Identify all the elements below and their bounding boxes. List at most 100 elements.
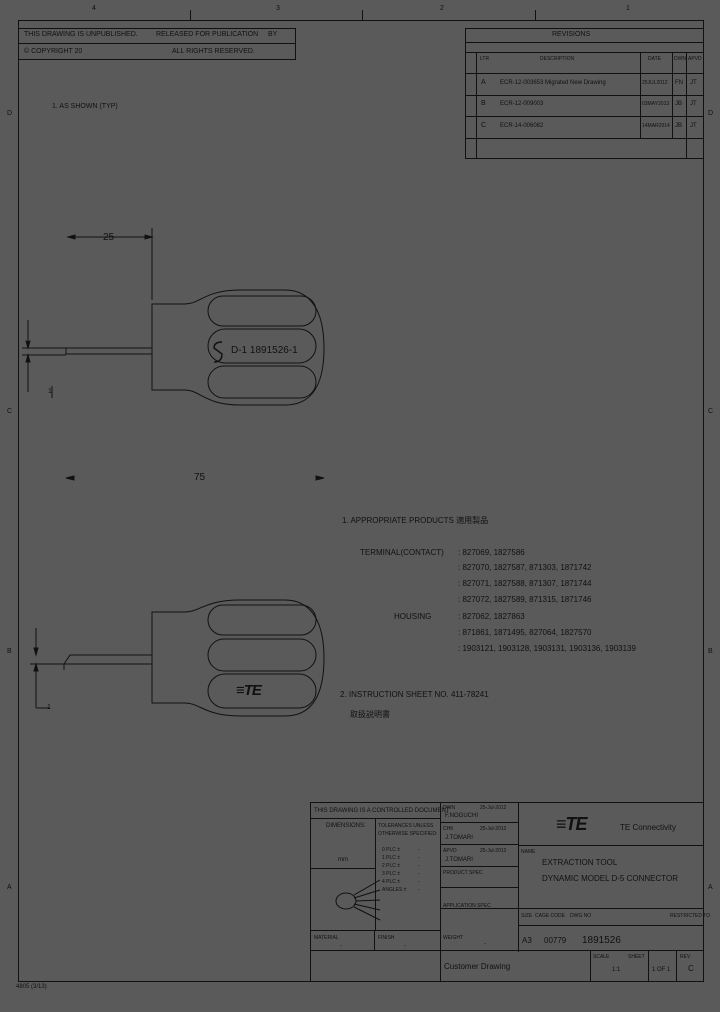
rev-col — [672, 52, 673, 138]
application-spec-label: APPLICATION SPEC — [443, 903, 491, 909]
size-val: A3 — [522, 936, 532, 945]
tb-line — [310, 868, 375, 869]
finish-label: FINISH — [378, 935, 395, 941]
tb-line — [440, 802, 441, 982]
rev-header-apvd: APVD — [688, 56, 702, 62]
scale-label: SCALE — [593, 954, 610, 960]
tb-line — [440, 844, 518, 845]
cage-code-val: 00779 — [544, 936, 567, 945]
tb-line — [440, 908, 518, 909]
title-block — [310, 802, 704, 982]
finish-val: - — [404, 943, 406, 949]
zone-right-c: C — [708, 408, 714, 415]
cage-code-label: CAGE CODE — [535, 913, 566, 919]
tb-line — [518, 845, 704, 846]
rev-row-date: 03MAY2013 — [642, 101, 670, 107]
rev-line — [465, 42, 704, 43]
rev-val: C — [688, 964, 694, 973]
housing-label: HOUSING — [394, 612, 432, 621]
header-notice-divider — [18, 43, 296, 44]
tb-line — [374, 930, 375, 950]
rev-row-desc: ECR-12-003653 Migrated New Drawing — [500, 80, 606, 86]
tol-row: ANGLES ± — [382, 887, 407, 893]
zone-right-d: D — [708, 110, 714, 117]
handle-marking: D-1 1891526-1 — [231, 345, 298, 356]
tb-line — [375, 818, 376, 930]
zone-top-3: 3 — [276, 5, 280, 12]
header-notice-line1-right: BY — [268, 31, 278, 38]
tol-val: - — [418, 847, 420, 853]
zone-right-a: A — [708, 884, 713, 891]
tb-line — [440, 822, 518, 823]
tol-row: 4 PLC ± — [382, 879, 401, 885]
tb-line — [518, 802, 519, 952]
rev-row-ltr: B — [481, 100, 486, 107]
note2: 2. INSTRUCTION SHEET NO. 411-78241 — [340, 690, 489, 699]
tol-val: - — [418, 887, 420, 893]
zone-left-d: D — [7, 110, 13, 117]
dim-25-label: 25 — [103, 232, 115, 243]
tb-line — [590, 950, 591, 982]
tolerances-label: TOLERANCES UNLESS OTHERWISE SPECIFIED: — [378, 823, 438, 837]
zone-left-c: C — [7, 408, 13, 415]
zone-tick — [190, 10, 191, 20]
tol-val: - — [418, 871, 420, 877]
tb-line — [676, 950, 677, 982]
rev-header-desc: DESCRIPTION — [540, 56, 575, 62]
controlled-notice: THIS DRAWING IS A CONTROLLED DOCUMENT — [314, 808, 450, 814]
appvd-label: APVD — [443, 848, 457, 854]
rev-row-ltr: C — [481, 122, 487, 129]
brand-mark-icon — [213, 341, 223, 363]
housing-line-3: : 1903121, 1903128, 1903131, 1903136, 19… — [458, 644, 636, 653]
weight-label: WEIGHT — [443, 935, 463, 941]
material-label: MATERIAL — [314, 935, 339, 941]
tol-val: - — [418, 879, 420, 885]
tb-line — [440, 887, 518, 888]
chk-date: 25-Jul-2012 — [480, 826, 507, 832]
rev-row-dwn: JB — [675, 101, 683, 107]
drawing-type: Customer Drawing — [444, 962, 511, 971]
terminal-label: TERMINAL(CONTACT) — [360, 548, 444, 557]
rev-line — [465, 52, 704, 53]
tol-row: 3 PLC ± — [382, 871, 401, 877]
rev-line — [465, 138, 704, 139]
tol-row: 0 PLC ± — [382, 847, 401, 853]
rev-row-desc: ECR-12-009003 — [500, 101, 544, 107]
zone-top-4: 4 — [92, 5, 96, 12]
name-label: NAME — [521, 849, 536, 855]
tb-line — [310, 930, 440, 931]
dim-1-label: 1 — [48, 388, 52, 395]
chk-name: J.TOMARI — [445, 835, 473, 841]
sheet-label: SHEET — [628, 954, 645, 960]
rev-col — [640, 52, 641, 138]
rev-row-apvd: JT — [690, 80, 697, 86]
dim-75-label: 75 — [194, 472, 206, 483]
rev-row-dwn: FN — [675, 80, 683, 86]
terminal-line-1: : 827069, 1827586 — [458, 548, 525, 557]
rev-header-dwn: DWN — [674, 56, 686, 62]
zone-right-b: B — [708, 648, 713, 655]
zone-tick — [535, 10, 536, 20]
note1-title: 1. APPROPRIATE PRODUCTS 適用製品 — [342, 516, 489, 525]
sheet-val: 1 OF 1 — [652, 967, 671, 973]
te-logo-icon: ≡TE — [556, 814, 588, 834]
tb-line — [310, 950, 704, 951]
rev-row-dwn: JB — [675, 123, 683, 129]
rev-col — [476, 52, 477, 159]
restricted-label: RESTRICTED TO — [670, 913, 711, 919]
rev-line — [465, 116, 704, 117]
weight-val: - — [484, 941, 486, 947]
rev-line — [465, 95, 704, 96]
note2-sub: 取扱説明書 — [350, 710, 390, 719]
dwg-no-label: DWG NO — [570, 913, 592, 919]
housing-line-1: : 827062, 1827863 — [458, 612, 525, 621]
chk-label: CHK — [443, 826, 454, 832]
rev-row-date: 14MAR2014 — [642, 123, 670, 129]
rev-row-apvd: JT — [690, 123, 697, 129]
rev-label: REV — [680, 954, 691, 960]
tol-val: - — [418, 855, 420, 861]
title-line1: EXTRACTION TOOL — [542, 858, 618, 867]
housing-line-2: : 871861, 1871495, 827064, 1827570 — [458, 628, 592, 637]
dwn-name: F.NOGUCHI — [445, 813, 478, 819]
